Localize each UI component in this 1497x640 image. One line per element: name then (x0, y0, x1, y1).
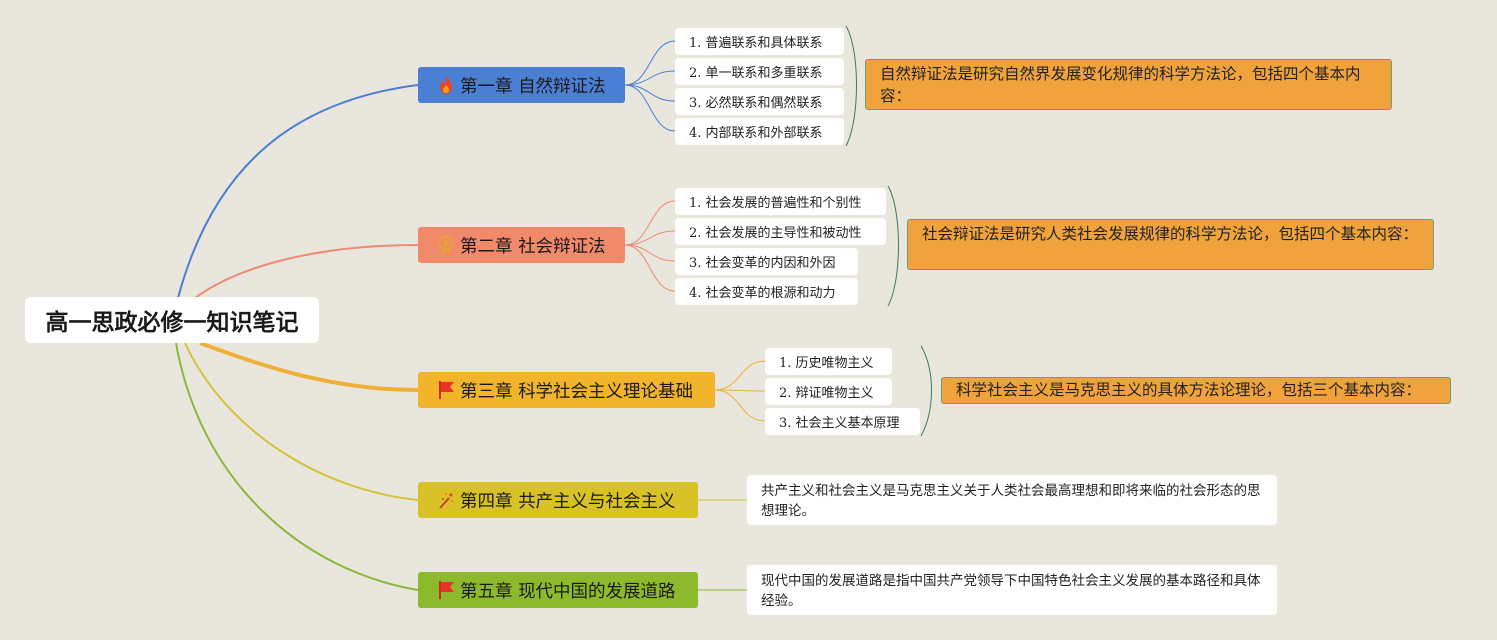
chapter-3[interactable]: 第三章 科学社会主义理论基础 (418, 372, 715, 408)
ch3-item-3[interactable]: 3. 社会主义基本原理 (765, 408, 920, 435)
chapter-1-title: 第一章 自然辩证法 (460, 76, 606, 97)
chapter-4-title: 第四章 共产主义与社会主义 (460, 491, 676, 512)
link-ch1-item3 (624, 84, 676, 102)
ch2-item-3[interactable]: 3. 社会变革的内因和外因 (675, 248, 858, 275)
chapter-3-title: 第三章 科学社会主义理论基础 (460, 381, 694, 402)
fire-icon (436, 74, 456, 96)
link-ch3-item2 (714, 389, 766, 392)
link-ch1-item2 (624, 70, 676, 86)
link-ch1-item4 (624, 84, 676, 132)
ch4-note[interactable]: 共产主义和社会主义是马克思主义关于人类社会最高理想和即将来临的社会形态的思想理论… (747, 475, 1277, 525)
ch3-item-2[interactable]: 2. 辩证唯物主义 (765, 378, 892, 405)
chapter-1[interactable]: 第一章 自然辩证法 (418, 67, 625, 103)
ch5-note[interactable]: 现代中国的发展道路是指中国共产党领导下中国特色社会主义发展的基本路径和具体经验。 (747, 565, 1277, 615)
link-ch2-item4 (624, 244, 676, 292)
ch1-summary[interactable]: 自然辩证法是研究自然界发展变化规律的科学方法论，包括四个基本内容： (865, 59, 1392, 110)
ch1-item-1[interactable]: 1. 普遍联系和具体联系 (675, 28, 844, 55)
link-root-ch1 (177, 84, 419, 299)
medal-icon (436, 234, 456, 256)
chapter-5[interactable]: 第五章 现代中国的发展道路 (418, 572, 698, 608)
chapter-4[interactable]: 第四章 共产主义与社会主义 (418, 482, 698, 518)
brace-ch1 (845, 25, 857, 147)
brace-ch2 (887, 185, 899, 307)
chapter-2-title: 第二章 社会辩证法 (460, 236, 606, 257)
link-root-ch4 (184, 342, 419, 501)
ch2-item-4[interactable]: 4. 社会变革的根源和动力 (675, 278, 858, 305)
brace-ch3 (920, 345, 932, 437)
ch2-summary[interactable]: 社会辩证法是研究人类社会发展规律的科学方法论，包括四个基本内容： (907, 219, 1434, 270)
ch2-item-1[interactable]: 1. 社会发展的普遍性和个别性 (675, 188, 886, 215)
link-ch2-item3 (624, 244, 676, 262)
flag-icon (436, 579, 456, 601)
ch1-item-4[interactable]: 4. 内部联系和外部联系 (675, 118, 844, 145)
ch3-summary[interactable]: 科学社会主义是马克思主义的具体方法论理论，包括三个基本内容： (941, 377, 1451, 404)
sparkle-icon (436, 489, 456, 511)
ch1-item-2[interactable]: 2. 单一联系和多重联系 (675, 58, 844, 85)
ch1-item-3[interactable]: 3. 必然联系和偶然联系 (675, 88, 844, 115)
root-topic[interactable]: 高一思政必修一知识笔记 (25, 297, 319, 343)
link-ch3-item3 (714, 389, 766, 422)
chapter-2[interactable]: 第二章 社会辩证法 (418, 227, 625, 263)
link-ch1-item1 (624, 40, 676, 86)
flag-icon (436, 379, 456, 401)
chapter-5-title: 第五章 现代中国的发展道路 (460, 581, 676, 602)
link-root-ch5 (175, 342, 419, 591)
ch3-item-1[interactable]: 1. 历史唯物主义 (765, 348, 892, 375)
ch2-item-2[interactable]: 2. 社会发展的主导性和被动性 (675, 218, 886, 245)
link-ch3-item1 (714, 360, 766, 391)
link-root-ch3 (199, 341, 419, 392)
link-ch2-item2 (624, 230, 676, 246)
link-root-ch2 (194, 244, 419, 299)
link-ch2-item1 (624, 200, 676, 246)
